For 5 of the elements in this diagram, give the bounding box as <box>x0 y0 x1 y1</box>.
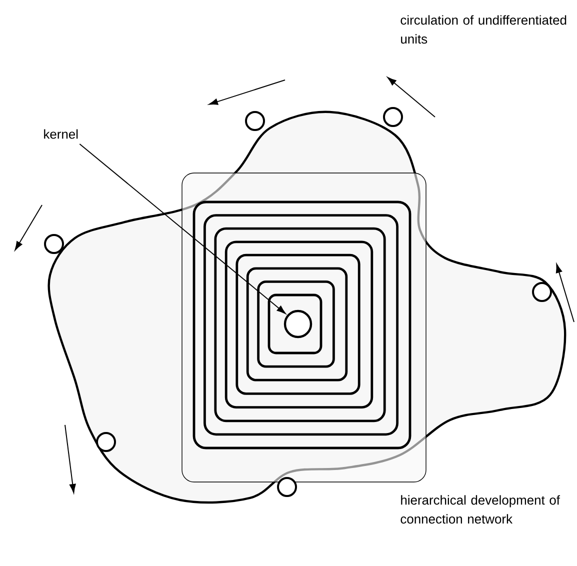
annotation-text: hierarchical development of connection network <box>400 495 560 524</box>
kernel-circle <box>284 310 312 338</box>
leader-line <box>79 144 286 314</box>
annotation-text: circulation of undifferentiated units <box>400 15 566 44</box>
kernel-label: kernel <box>44 129 78 139</box>
